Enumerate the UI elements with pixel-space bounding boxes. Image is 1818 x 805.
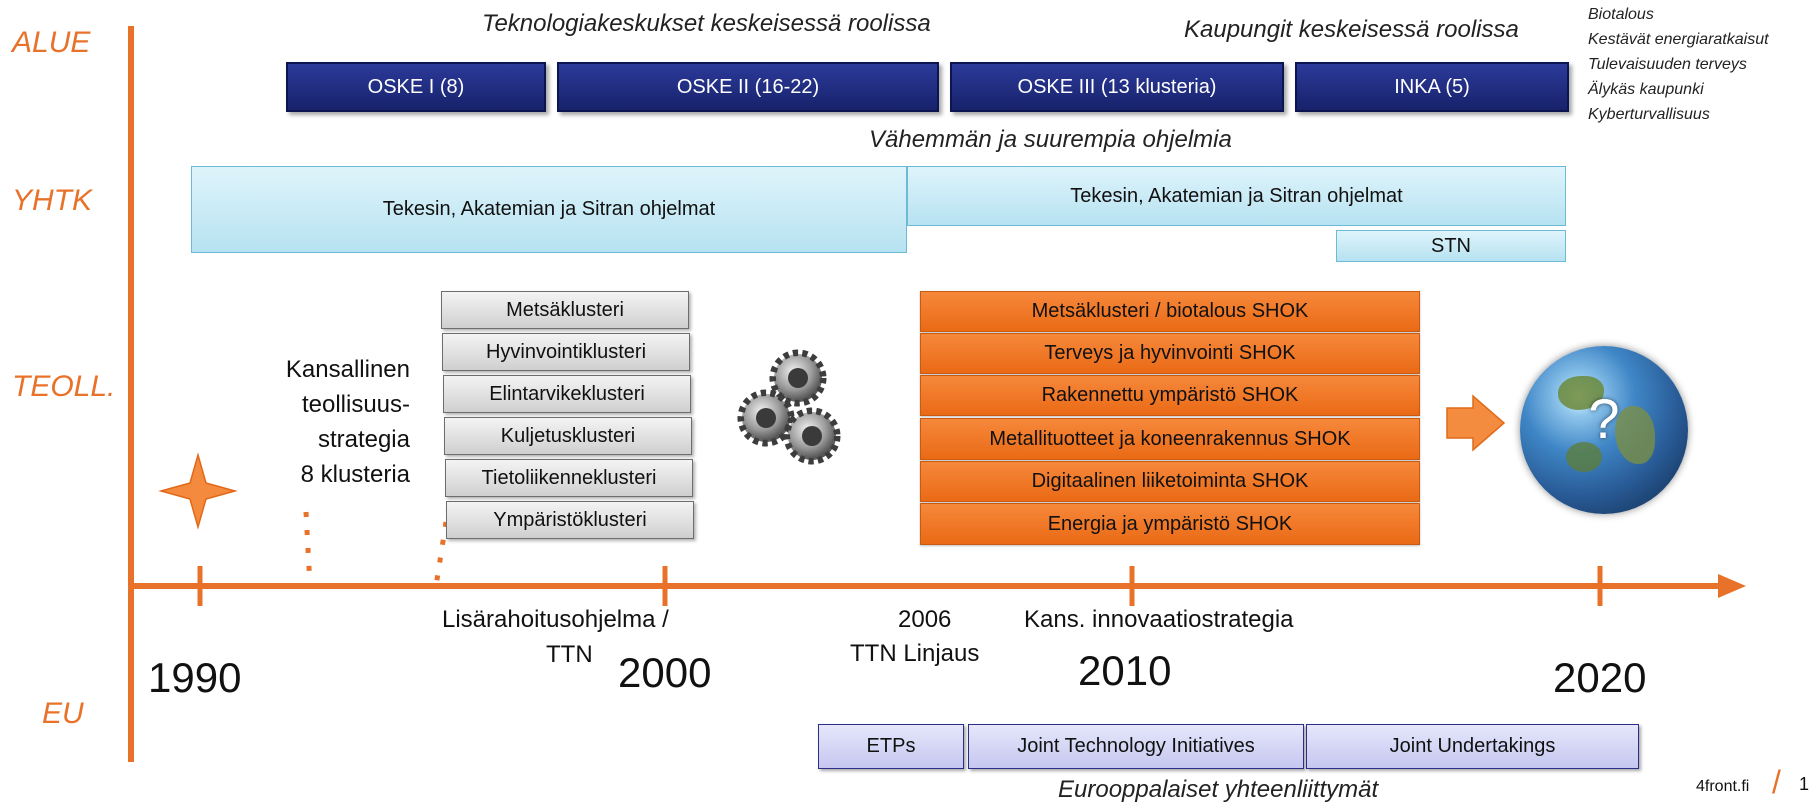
alue-theme: Kyberturvallisuus	[1588, 106, 1710, 123]
cluster-box: Metsäklusteri	[441, 291, 689, 329]
horizontal-axis-arrowhead	[1718, 574, 1746, 598]
alue-theme: Tulevaisuuden terveys	[1588, 56, 1747, 73]
alue-theme: Älykäs kaupunki	[1588, 81, 1704, 98]
level-label-yhtk: YHTK	[12, 184, 93, 217]
cluster-box: Tietoliikenneklusteri	[445, 459, 693, 497]
shok-box: Metallituotteet ja koneenrakennus SHOK	[920, 418, 1420, 460]
alue-heading-right: Kaupungit keskeisessä roolissa	[1184, 16, 1519, 43]
footer-brand: 4front.fi	[1696, 778, 1750, 795]
eu-program-etps: ETPs	[818, 724, 964, 769]
year-2020: 2020	[1553, 654, 1647, 701]
alue-program-oske-1: OSKE I (8)	[286, 62, 546, 112]
shok-box: Energia ja ympäristö SHOK	[920, 503, 1420, 545]
annotation-ttn-linjaus: TTN Linjaus	[850, 640, 980, 667]
star-icon	[158, 452, 238, 530]
yhtk-heading: Vähemmän ja suurempia ohjelmia	[869, 126, 1232, 153]
shok-box: Terveys ja hyvinvointi SHOK	[920, 333, 1420, 374]
yhtk-program-right: Tekesin, Akatemian ja Sitran ohjelmat	[907, 166, 1566, 226]
alue-theme-list: Biotalous Kestävät energiaratkaisut Tule…	[1588, 2, 1769, 127]
year-2000: 2000	[618, 649, 712, 696]
strategy-line: teollisuus-	[301, 391, 410, 418]
eu-program-ju: Joint Undertakings	[1306, 724, 1639, 769]
eu-caption: Eurooppalaiset yhteenliittymät	[1058, 776, 1379, 803]
dotted-marker-2	[433, 521, 449, 587]
footer-separator: /	[1772, 764, 1781, 800]
footer-page-number: 1	[1799, 774, 1810, 794]
industrial-strategy-text: Kansallinen teollisuus- strategia 8 klus…	[210, 352, 410, 492]
level-label-eu: EU	[42, 697, 84, 730]
shok-box: Digitaalinen liiketoiminta SHOK	[920, 461, 1420, 502]
globe-land	[1566, 442, 1602, 472]
strategy-line: 8 klusteria	[300, 461, 410, 488]
annotation-ttn: TTN	[546, 641, 593, 668]
alue-theme: Biotalous	[1588, 6, 1654, 23]
gears-icon	[737, 349, 841, 465]
strategy-line: Kansallinen	[285, 356, 410, 383]
yhtk-stn: STN	[1336, 230, 1566, 262]
shok-box: Metsäklusteri / biotalous SHOK	[920, 291, 1420, 332]
alue-theme: Kestävät energiaratkaisut	[1588, 31, 1769, 48]
level-label-teoll: TEOLL.	[12, 370, 116, 403]
alue-heading-left: Teknologiakeskukset keskeisessä roolissa	[482, 10, 931, 37]
annotation-innovation-strategy: Kans. innovaatiostrategia	[1024, 606, 1294, 633]
shok-box: Rakennettu ympäristö SHOK	[920, 375, 1420, 416]
eu-program-jti: Joint Technology Initiatives	[968, 724, 1304, 769]
right-arrow-icon	[1446, 394, 1506, 452]
alue-program-oske-3: OSKE III (13 klusteria)	[950, 62, 1284, 112]
globe-land	[1558, 376, 1604, 410]
strategy-line: strategia	[317, 426, 410, 453]
cluster-box: Elintarvikeklusteri	[443, 375, 691, 413]
annotation-2006: 2006	[898, 606, 952, 633]
dotted-marker-1	[303, 511, 313, 587]
cluster-box: Hyvinvointiklusteri	[442, 333, 690, 371]
level-label-alue: ALUE	[12, 26, 91, 59]
alue-program-inka: INKA (5)	[1295, 62, 1569, 112]
year-2010: 2010	[1078, 647, 1172, 694]
yhtk-program-left: Tekesin, Akatemian ja Sitran ohjelmat	[191, 166, 907, 253]
globe-icon: ?	[1520, 346, 1688, 514]
year-1990: 1990	[148, 654, 242, 701]
globe-land	[1615, 406, 1655, 464]
alue-program-oske-2: OSKE II (16-22)	[557, 62, 939, 112]
globe-question-mark: ?	[1588, 387, 1620, 450]
cluster-box: Ympäristöklusteri	[446, 501, 694, 539]
annotation-lisarahoitus: Lisärahoitusohjelma /	[442, 606, 669, 633]
cluster-box: Kuljetusklusteri	[444, 417, 692, 455]
